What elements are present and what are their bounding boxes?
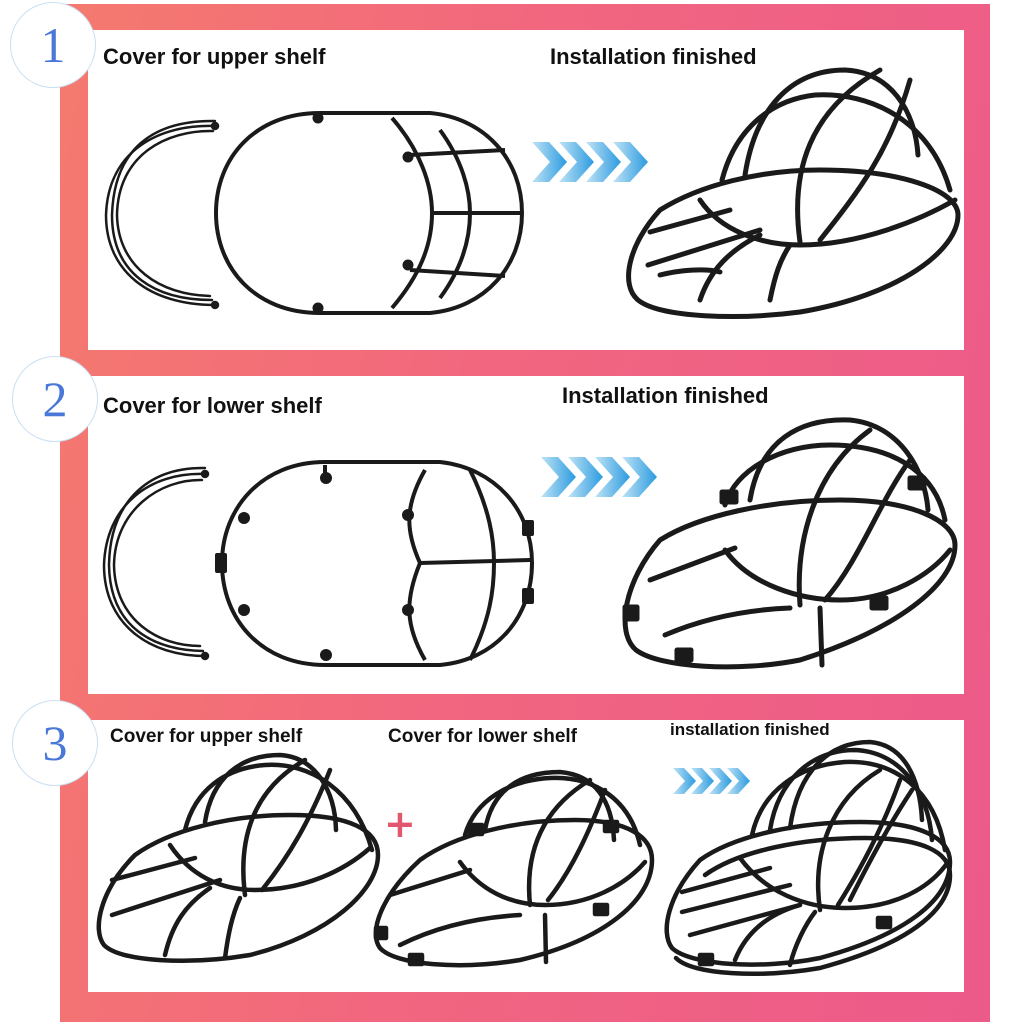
step-2-left-label: Cover for lower shelf <box>103 393 322 418</box>
step-1-arrow-icon <box>532 142 648 182</box>
step-2-assembled-cap <box>622 417 958 670</box>
step-3-left-label: Cover for upper shelf <box>110 726 303 747</box>
step-1-badge: 1 <box>10 2 96 88</box>
step-2-badge: 2 <box>12 356 98 442</box>
step-2-band-parts <box>102 466 210 661</box>
step-2-arrow-icon <box>541 457 657 497</box>
step-3-badge: 3 <box>12 700 98 786</box>
step-1-assembled-cap <box>626 67 961 319</box>
step-3-middle-label: Cover for lower shelf <box>388 726 577 747</box>
step-3-right-label: installation finished <box>670 720 830 739</box>
step-1-left-label: Cover for upper shelf <box>103 44 326 69</box>
plus-icon: + <box>384 802 416 846</box>
step-1-panel <box>88 30 964 350</box>
step-3-arrow-icon <box>673 768 750 794</box>
step-3-stacked-caps <box>664 739 953 976</box>
step-2-flat-frame <box>215 460 534 667</box>
step-3-lower-cap <box>373 769 655 968</box>
step-1-right-label: Installation finished <box>550 44 757 69</box>
step-3-upper-cap <box>96 752 381 963</box>
step-1-flat-frame <box>214 111 524 315</box>
step-1-band-parts <box>104 119 220 310</box>
step-2-right-label: Installation finished <box>562 383 769 408</box>
